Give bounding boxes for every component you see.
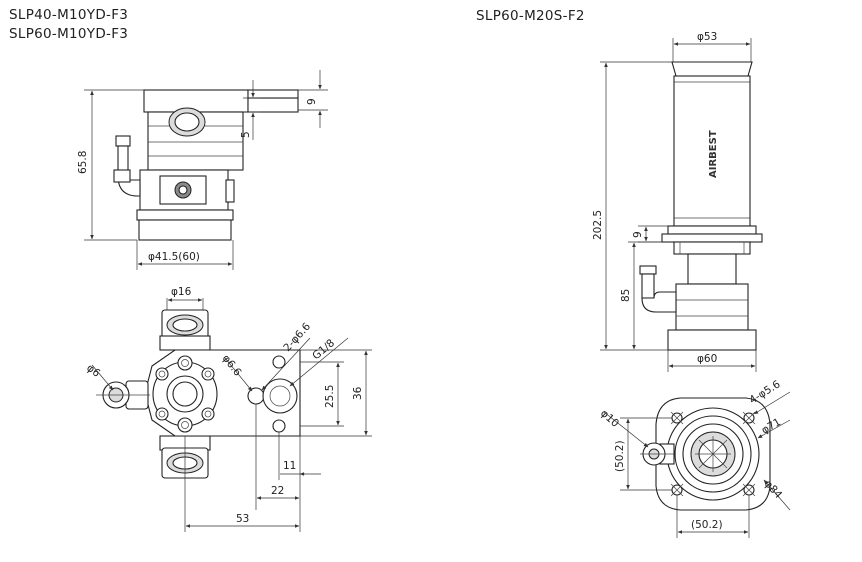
dim-left-gap: 5 — [240, 131, 252, 138]
dim-port-diameter: φ16 — [171, 286, 192, 298]
dim-overall: 53 — [236, 513, 249, 525]
dim-two-holes: 2-φ6.6 — [281, 320, 313, 354]
left-side-view: 65.8 9 5 φ41.5(60) — [77, 70, 328, 270]
dim-hole-spacing: 25.5 — [324, 385, 336, 408]
brand-label: AIRBEST — [708, 130, 719, 178]
dim-offset-mid: 22 — [271, 485, 284, 497]
dim-top-diameter: φ53 — [697, 31, 717, 43]
dim-right-height: 202.5 — [592, 210, 604, 240]
dim-right-spacing-horizontal: (50.2) — [691, 519, 723, 531]
model-title-slp40: SLP40-M10YD-F3 — [9, 7, 129, 23]
right-side-view: AIRBEST φ53 202.5 9 — [592, 31, 763, 372]
dim-left-base-diameter: φ41.5(60) — [148, 251, 200, 263]
dim-right-fitting-diameter: φ10 — [598, 407, 621, 429]
dim-left-height: 65.8 — [77, 151, 89, 174]
dim-fitting-diameter: φ6 — [84, 362, 102, 380]
dim-lower-height: 85 — [620, 289, 632, 302]
dim-right-spacing-vertical: (50.2) — [614, 440, 626, 472]
left-top-view: φ16 φ6 φ6.6 2-φ6.6 G1/8 25.5 36 11 22 — [84, 286, 372, 532]
dim-flange-offset: 9 — [632, 231, 644, 238]
right-top-bolt-holes — [670, 411, 756, 497]
model-title-slp60-m20: SLP60-M20S-F2 — [476, 8, 585, 24]
dim-offset-small: 11 — [283, 460, 296, 472]
dim-left-top-offset: 9 — [306, 98, 318, 105]
left-top-bolt-holes — [155, 355, 215, 433]
model-title-slp60-m10: SLP60-M10YD-F3 — [9, 26, 129, 42]
dim-four-holes: 4-φ5.6 — [747, 378, 783, 406]
right-top-view: φ10 4-φ5.6 φ71 φ84 (50.2) (50.2) — [598, 378, 791, 538]
dim-width: 36 — [352, 386, 364, 400]
dim-base-diameter: φ60 — [697, 353, 717, 365]
